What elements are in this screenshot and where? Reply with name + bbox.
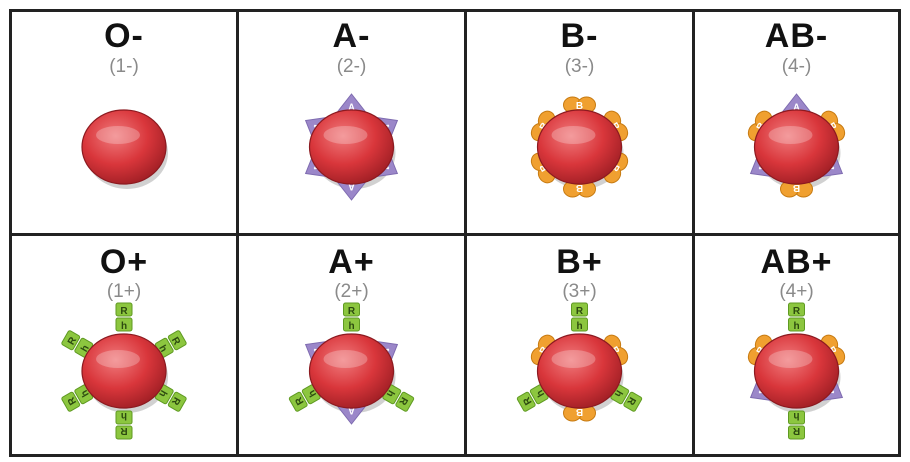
rh-antigen-label-bottom: h	[156, 388, 169, 399]
red-blood-cell-illustration: AAARhRhRh	[288, 302, 415, 425]
rh-antigen-label-bottom: h	[307, 388, 320, 399]
a-antigen-label: A	[348, 182, 355, 192]
rh-antigen-label-top: R	[348, 306, 356, 317]
rh-antigen-label-bottom: h	[793, 410, 799, 421]
rh-antigen-label-bottom: h	[384, 388, 397, 399]
cell-b-negative: B- (3-) BBBBBB	[467, 12, 695, 236]
rh-antigen-label-top: R	[792, 425, 800, 436]
red-blood-cell	[81, 333, 167, 409]
red-blood-cell-illustration: BBBBBB	[530, 96, 629, 198]
rh-antigen-marker: Rh	[154, 384, 187, 412]
red-blood-cell-illustration: AAABBB	[747, 93, 846, 198]
rh-antigen-marker: Rh	[61, 330, 94, 358]
blood-type-label: AB+	[760, 243, 833, 281]
rh-antigen-label-top: R	[793, 306, 801, 317]
red-blood-cell-illustration: AAAAAA	[304, 93, 399, 201]
blood-type-label: O+	[99, 243, 149, 281]
a-antigen-label: A	[348, 406, 355, 416]
red-blood-cell	[536, 109, 623, 185]
rh-antigen-label-bottom: h	[121, 321, 127, 332]
rh-antigen-label-bottom: h	[348, 321, 354, 332]
red-blood-cell	[753, 333, 840, 409]
rh-antigen-label-bottom: h	[576, 321, 582, 332]
red-blood-cell	[81, 109, 167, 185]
blood-type-label: B-	[560, 17, 599, 55]
blood-group-number: (3-)	[564, 56, 595, 77]
blood-group-number: (2+)	[334, 281, 369, 302]
blood-group-number: (4+)	[779, 281, 814, 302]
cell-a-negative: A- (2-) AAAAAA	[239, 12, 467, 236]
red-blood-cell	[536, 333, 623, 409]
blood-group-number: (3+)	[562, 281, 597, 302]
blood-group-number: (1+)	[106, 281, 142, 302]
rh-antigen-label-bottom: h	[121, 410, 127, 421]
rh-antigen-label-bottom: h	[535, 388, 548, 399]
blood-group-number: (4-)	[781, 56, 812, 77]
red-blood-cell	[308, 109, 395, 185]
blood-type-grid: O- (1-) A- (2-) AAAAAA B- (3-) BBBBBB AB…	[9, 9, 901, 457]
rh-antigen-label-top: R	[120, 306, 128, 317]
rh-antigen-marker: Rh	[788, 410, 805, 440]
a-antigen-label: A	[348, 102, 355, 112]
rh-antigen-label-top: R	[576, 306, 584, 317]
rh-antigen-label-bottom: h	[79, 343, 92, 354]
rh-antigen-label-bottom: h	[612, 388, 625, 399]
blood-group-number: (2-)	[336, 56, 367, 77]
red-blood-cell	[753, 109, 840, 185]
blood-type-label: A+	[328, 243, 375, 281]
cell-o-negative: O- (1-)	[12, 12, 239, 236]
blood-group-number: (1-)	[109, 56, 139, 77]
rh-antigen-label-bottom: h	[793, 321, 799, 332]
cell-ab-positive: AB+ (4+) AABBRhRh	[695, 236, 898, 454]
red-blood-cell	[308, 333, 395, 409]
b-antigen-label: B	[576, 182, 583, 193]
blood-type-label: AB-	[764, 17, 829, 55]
rh-antigen-label-bottom: h	[79, 388, 92, 399]
cell-ab-negative: AB- (4-) AAABBB	[695, 12, 898, 236]
red-blood-cell-illustration: AABBRhRh	[747, 302, 846, 440]
rh-antigen-marker: Rh	[115, 302, 133, 332]
rh-antigen-marker: Rh	[571, 302, 588, 332]
rh-antigen-label-bottom: h	[156, 343, 169, 354]
b-antigen-label: B	[576, 101, 583, 112]
rh-antigen-marker: Rh	[288, 384, 321, 412]
red-blood-cell-illustration	[81, 109, 168, 189]
rh-antigen-label-top: R	[120, 425, 128, 436]
rh-antigen-marker: Rh	[788, 302, 805, 332]
rh-antigen-marker: Rh	[115, 410, 133, 440]
blood-type-label: A-	[332, 17, 371, 55]
red-blood-cell-illustration: BBBRhRhRh	[516, 302, 643, 422]
b-antigen-label: B	[793, 182, 800, 193]
cell-a-positive: A+ (2+) AAARhRhRh	[239, 236, 467, 454]
a-antigen-label: A	[793, 102, 800, 112]
blood-type-label: O-	[104, 17, 144, 55]
b-antigen-label: B	[576, 406, 583, 417]
cell-b-positive: B+ (3+) BBBRhRhRh	[467, 236, 695, 454]
blood-type-label: B+	[556, 243, 603, 281]
rh-antigen-marker: Rh	[343, 302, 360, 332]
